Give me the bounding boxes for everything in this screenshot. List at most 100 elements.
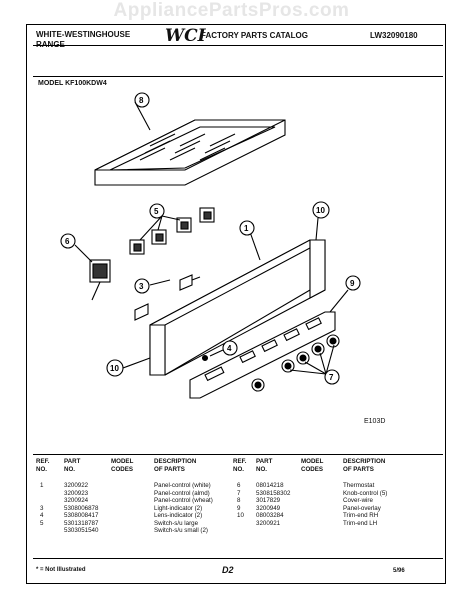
callout-9-circle — [345, 275, 361, 291]
cell-part: 3200949 — [256, 504, 281, 512]
callout-1-circle — [239, 220, 255, 236]
brand: WHITE-WESTINGHOUSE RANGE — [36, 30, 130, 50]
header-ref: REF. NO. — [36, 458, 50, 473]
callout-7-circle — [324, 369, 340, 385]
table-row: 7 5308158302 Knob-control (5) — [233, 490, 433, 498]
header-model: MODEL CODES — [111, 458, 134, 473]
cell-part: 5308008417 — [64, 512, 99, 519]
callout-1: 1 — [244, 224, 249, 233]
header-desc: DESCRIPTION OF PARTS — [154, 458, 197, 473]
cell-ref: 8 — [237, 497, 241, 504]
cell-desc: Panel-overlay — [343, 504, 381, 512]
panel-overlay-part — [94, 119, 286, 186]
catalog-title: FACTORY PARTS CATALOG — [201, 31, 308, 40]
cell-ref: 4 — [40, 512, 44, 519]
leader-9 — [329, 289, 349, 313]
cell-desc: Lens-indicator (2) — [154, 512, 203, 519]
callout-10-top: 10 — [316, 206, 325, 215]
callout-10-left-circle — [106, 359, 124, 377]
callout-5-circle — [149, 203, 165, 219]
callout-10-top-circle — [312, 201, 330, 219]
callout-10-left: 10 — [110, 364, 119, 373]
cell-desc: Knob-control (5) — [343, 489, 388, 497]
callout-8: 8 — [139, 96, 144, 105]
cell-desc: Switch-s/u small (2) — [154, 527, 208, 534]
header-desc-right: DESCRIPTION OF PARTS — [343, 458, 386, 473]
callout-7: 7 — [329, 373, 334, 382]
control-panel-part — [149, 239, 326, 376]
header-ref-right: REF. NO. — [233, 458, 247, 473]
leader-3 — [149, 279, 171, 286]
parts-table-right: REF. NO. PART NO. MODEL CODES DESCRIPTIO… — [233, 458, 433, 558]
catalog-code: LW32090180 — [370, 31, 418, 40]
light-indicator-part — [134, 274, 201, 321]
model-number: MODEL KF100KDW4 — [38, 80, 107, 87]
leader-10-left — [122, 357, 151, 369]
callout-6: 6 — [65, 237, 70, 246]
cell-desc: Cover-wire — [343, 497, 373, 504]
header-part-right: PART NO. — [256, 458, 273, 473]
cell-part: 3017829 — [256, 497, 281, 504]
cell-part: 3200921 — [256, 519, 281, 527]
leader-7d — [325, 344, 335, 375]
cell-part: 5303051540 — [64, 527, 99, 534]
header-model-right: MODEL CODES — [301, 458, 324, 473]
table-row: 5303051540 Switch-s/u small (2) — [36, 527, 236, 535]
callout-4-circle — [222, 340, 238, 356]
table-row: 3200924 Panel-control (wheat) — [36, 497, 236, 505]
cell-part: 3200922 — [64, 482, 89, 489]
table-row: 4 5308008417 Lens-indicator (2) — [36, 512, 236, 520]
cell-part: 3200924 — [64, 497, 89, 504]
cell-part: 5308158302 — [256, 489, 291, 497]
cell-desc: Trim-end RH — [343, 512, 379, 519]
cell-ref: 7 — [237, 489, 241, 497]
callout-6-circle — [60, 233, 76, 249]
cell-part: 08014218 — [256, 482, 284, 489]
cell-desc: Panel-control (wheat) — [154, 497, 213, 504]
table-row: 9 3200949 Panel-overlay — [233, 505, 433, 513]
page-frame — [26, 24, 446, 584]
leader-1 — [249, 231, 261, 261]
control-knobs-part — [251, 334, 340, 392]
leader-8 — [134, 101, 151, 131]
cell-ref: 9 — [237, 504, 241, 512]
drawing-code: E103D — [364, 418, 386, 425]
callout-3: 3 — [139, 282, 144, 291]
callout-3-circle — [134, 278, 150, 294]
cell-desc: Light-indicator (2) — [154, 504, 203, 512]
exploded-parts-diagram: 8 5 6 3 1 10 — [60, 92, 361, 399]
leader-10-top — [315, 217, 319, 241]
cell-part: 08003284 — [256, 512, 284, 519]
leader-5a — [139, 215, 163, 241]
lens-indicator-part — [201, 354, 209, 362]
leader-7a — [289, 369, 327, 375]
switches-part — [129, 207, 215, 255]
leader-6 — [74, 244, 93, 263]
cell-desc: Switch-s/u large — [154, 519, 199, 527]
table-row: 8 3017829 Cover-wire — [233, 497, 433, 505]
leader-5b — [157, 215, 163, 231]
cell-ref: 5 — [40, 519, 44, 527]
callout-8-circle — [134, 92, 150, 108]
header-part: PART NO. — [64, 458, 81, 473]
wci-logo: WCI — [165, 26, 206, 46]
table-top-rule — [33, 454, 443, 455]
cell-ref: 1 — [40, 482, 44, 489]
brand-line-1: WHITE-WESTINGHOUSE — [36, 30, 131, 39]
header-rule — [33, 45, 443, 46]
leader-5c — [161, 215, 181, 221]
footer-rule — [33, 558, 443, 559]
overlay-strip-part — [189, 311, 336, 399]
callout-5: 5 — [154, 207, 159, 216]
cell-ref: 6 — [237, 482, 241, 489]
thermostat-part — [89, 259, 111, 301]
callout-9: 9 — [350, 279, 355, 288]
cell-part: 5308006878 — [64, 504, 99, 512]
